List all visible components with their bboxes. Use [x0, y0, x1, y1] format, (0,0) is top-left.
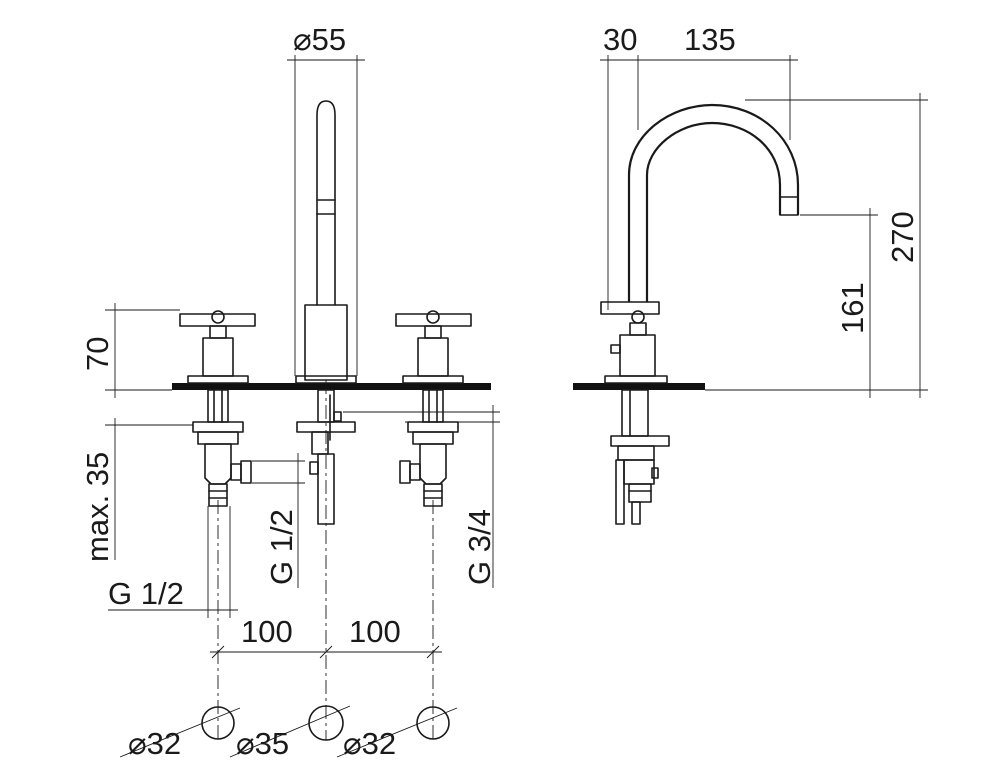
label-outlet-height: 161	[835, 282, 870, 334]
dim-outlet-height	[705, 208, 878, 398]
valve-right-front	[395, 310, 472, 507]
label-spacing-right: 100	[349, 614, 401, 649]
dim-thread-middle	[252, 453, 305, 588]
label-spacing-left: 100	[241, 614, 293, 649]
deck-plate-front	[172, 383, 491, 390]
dim-handle-height	[105, 303, 180, 398]
dim-spout-diameter	[287, 55, 365, 376]
hole-right	[416, 706, 450, 740]
label-thread-right: G 3/4	[462, 509, 497, 585]
label-spout-diameter: ⌀55	[293, 22, 346, 57]
side-view: 30 135 161 270	[573, 22, 928, 525]
label-thread-middle: G 1/2	[264, 509, 299, 585]
dim-thread-outer	[108, 506, 238, 618]
dim-total-height	[745, 93, 928, 398]
label-handle-height: 70	[80, 337, 115, 371]
label-spout-offset: 30	[603, 22, 637, 57]
label-spout-reach: 135	[684, 22, 736, 57]
label-total-height: 270	[885, 211, 920, 263]
label-hole-left: ⌀32	[128, 726, 181, 761]
dim-spacing	[210, 645, 442, 659]
hole-left	[201, 706, 235, 740]
deck-plate-side	[573, 383, 705, 390]
spout-side	[600, 103, 800, 525]
mounting-holes	[119, 705, 458, 758]
dim-max-mount	[105, 418, 193, 560]
label-thread-outer: G 1/2	[108, 576, 184, 611]
front-view: ⌀55 70 max. 35 G 1/2 G 1/2	[80, 22, 500, 761]
label-hole-middle: ⌀35	[236, 726, 289, 761]
valve-left-front	[179, 310, 256, 507]
label-max-mount: max. 35	[80, 452, 115, 562]
dim-thread-right	[343, 405, 500, 588]
label-hole-right: ⌀32	[343, 726, 396, 761]
dim-spout-reach	[600, 55, 798, 310]
